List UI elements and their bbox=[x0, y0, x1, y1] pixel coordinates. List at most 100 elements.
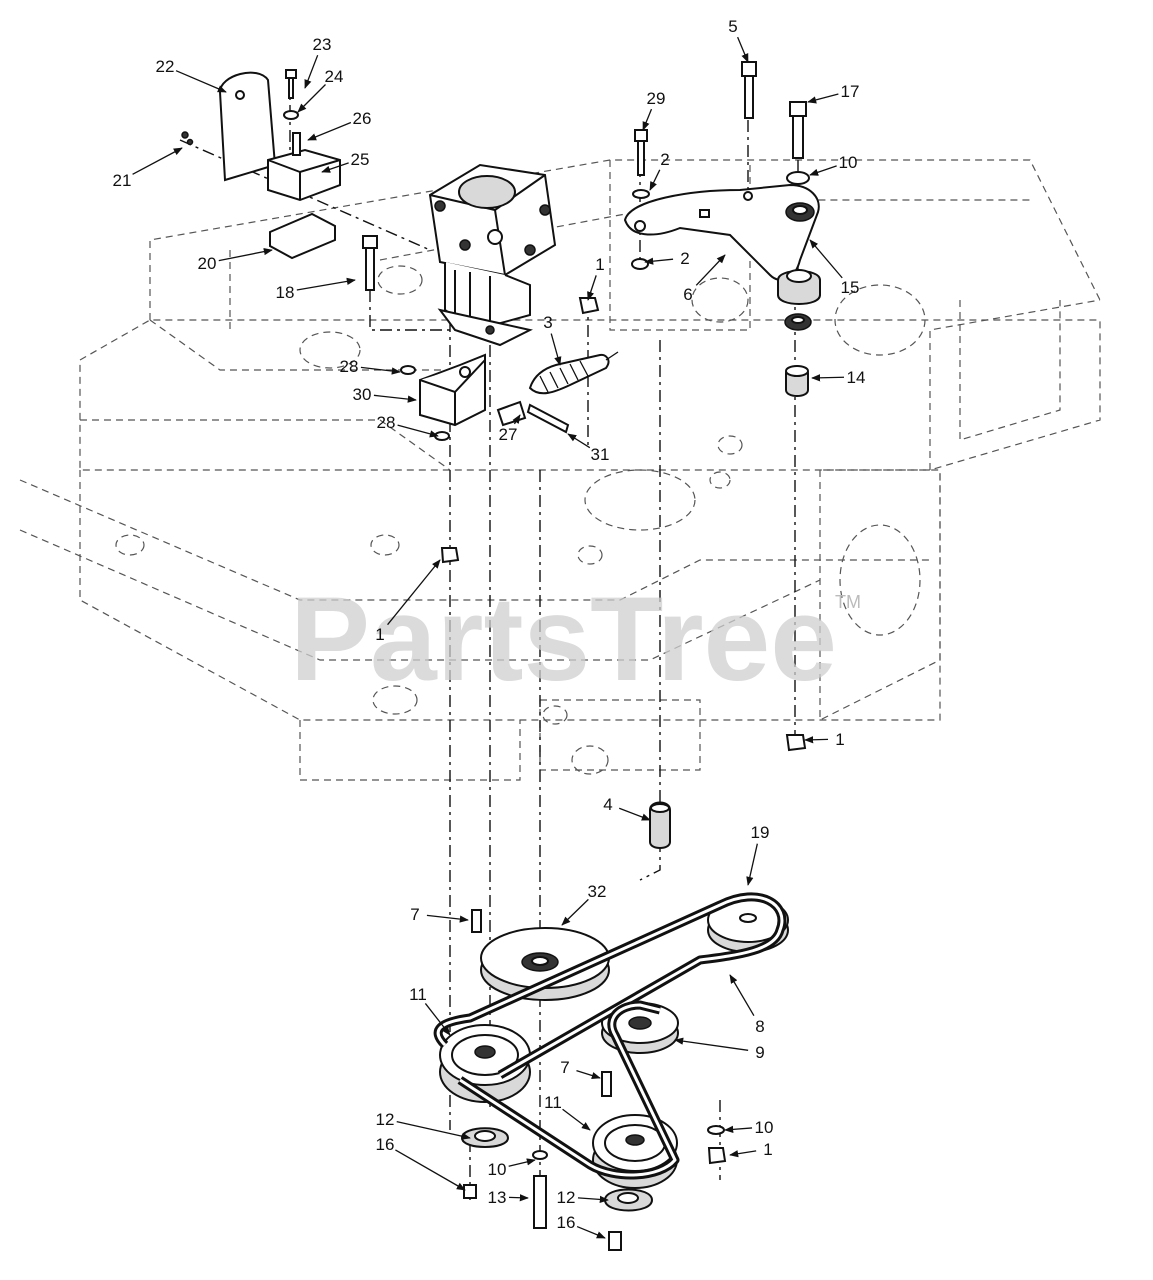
leader-c14 bbox=[811, 374, 845, 382]
callout-c13: 13 bbox=[488, 1188, 507, 1207]
callout-c2a: 2 bbox=[660, 150, 669, 169]
leader-c18 bbox=[296, 277, 356, 291]
leader-c22 bbox=[175, 70, 227, 93]
washer-10b bbox=[707, 1125, 725, 1135]
washer-2a bbox=[632, 189, 650, 199]
callout-layer: 1111223456778910101011111212131415161617… bbox=[113, 17, 866, 1239]
washer-28a bbox=[400, 365, 416, 375]
leader-c24 bbox=[297, 84, 326, 113]
bolt-5 bbox=[741, 61, 757, 119]
leader-c4 bbox=[618, 807, 651, 821]
lower-hardware bbox=[460, 1125, 727, 1251]
leader-c28a bbox=[360, 366, 401, 375]
callout-c29: 29 bbox=[647, 89, 666, 108]
bolt-29 bbox=[634, 129, 648, 176]
bracket-assembly bbox=[181, 69, 378, 291]
leader-c3 bbox=[550, 333, 562, 366]
callout-c19: 19 bbox=[751, 823, 770, 842]
callout-c5: 5 bbox=[728, 17, 737, 36]
callout-c8: 8 bbox=[755, 1017, 764, 1036]
callout-c9: 9 bbox=[755, 1043, 764, 1062]
bracket-plate-22 bbox=[218, 71, 277, 182]
callout-c22: 22 bbox=[156, 57, 175, 76]
key-7b bbox=[601, 1071, 612, 1097]
leader-c19 bbox=[746, 843, 758, 886]
bolt-13 bbox=[533, 1175, 547, 1229]
bolt-31 bbox=[526, 403, 570, 434]
leader-c15 bbox=[809, 239, 843, 279]
block-25 bbox=[267, 148, 341, 202]
idler-bracket-30 bbox=[400, 353, 570, 441]
leader-c32 bbox=[561, 898, 589, 926]
leader-c29 bbox=[642, 108, 653, 131]
chassis-frame bbox=[19, 159, 1101, 781]
belt-lower bbox=[457, 1000, 680, 1180]
callout-c14: 14 bbox=[847, 368, 866, 387]
screw-21 bbox=[181, 131, 194, 146]
callout-c11b: 11 bbox=[544, 1093, 562, 1112]
callout-c10c: 10 bbox=[488, 1160, 507, 1179]
pin-26 bbox=[292, 132, 301, 156]
leader-c5 bbox=[737, 36, 749, 63]
bolt-16b bbox=[608, 1231, 622, 1251]
washer-2b bbox=[631, 258, 649, 270]
top-hardware bbox=[440, 61, 810, 752]
callout-c17: 17 bbox=[841, 82, 860, 101]
callout-c18: 18 bbox=[276, 283, 295, 302]
leader-c7b bbox=[576, 1069, 601, 1080]
bolt-27 bbox=[496, 400, 527, 427]
callout-c1a: 1 bbox=[595, 255, 604, 274]
callout-c12b: 12 bbox=[557, 1188, 576, 1207]
leader-c8 bbox=[729, 974, 755, 1016]
callout-c10a: 10 bbox=[839, 153, 858, 172]
callout-c28a: 28 bbox=[340, 357, 359, 376]
idler-arm-6 bbox=[623, 183, 821, 397]
callout-c2b: 2 bbox=[680, 249, 689, 268]
callout-c11a: 11 bbox=[409, 985, 427, 1004]
bolt-23 bbox=[285, 69, 297, 99]
leader-c7a bbox=[426, 914, 469, 923]
washer-10c bbox=[532, 1150, 548, 1160]
leader-c28b bbox=[397, 424, 439, 438]
callout-c10b: 10 bbox=[755, 1118, 774, 1137]
leader-c2a bbox=[649, 169, 661, 191]
leader-c1d bbox=[729, 1150, 757, 1158]
leader-c2b bbox=[644, 257, 674, 265]
leader-c6 bbox=[695, 254, 726, 286]
leader-c9 bbox=[674, 1037, 749, 1051]
leader-c17 bbox=[807, 93, 839, 104]
callout-c12a: 12 bbox=[376, 1110, 395, 1129]
leader-c21 bbox=[132, 147, 183, 175]
callout-c1c: 1 bbox=[835, 730, 844, 749]
leader-c1b bbox=[387, 559, 441, 626]
leader-c1a bbox=[587, 275, 597, 301]
pad-20 bbox=[269, 212, 336, 260]
nut-1b bbox=[440, 547, 460, 564]
leader-c25 bbox=[321, 162, 349, 173]
nut-1c bbox=[785, 734, 807, 752]
leader-c10b bbox=[724, 1125, 753, 1134]
callout-c31: 31 bbox=[591, 445, 610, 464]
spring-3 bbox=[528, 351, 619, 395]
washer-10a bbox=[786, 171, 810, 185]
callout-c25: 25 bbox=[351, 150, 370, 169]
leader-c26 bbox=[307, 121, 352, 141]
callout-c6: 6 bbox=[683, 285, 692, 304]
callout-c26: 26 bbox=[353, 109, 372, 128]
callout-c20: 20 bbox=[198, 254, 217, 273]
callout-c4: 4 bbox=[603, 795, 612, 814]
washer-24 bbox=[283, 110, 299, 120]
callout-c21: 21 bbox=[113, 171, 132, 190]
key-7a bbox=[471, 909, 482, 933]
callout-c16b: 16 bbox=[557, 1213, 576, 1232]
callout-c7b: 7 bbox=[560, 1058, 569, 1077]
leader-c10a bbox=[809, 165, 837, 176]
callout-c3: 3 bbox=[543, 313, 552, 332]
leader-c10c bbox=[508, 1158, 536, 1167]
callout-c16a: 16 bbox=[376, 1135, 395, 1154]
callout-c30: 30 bbox=[353, 385, 372, 404]
leader-c23 bbox=[304, 54, 319, 89]
spacer-4 bbox=[649, 801, 671, 849]
